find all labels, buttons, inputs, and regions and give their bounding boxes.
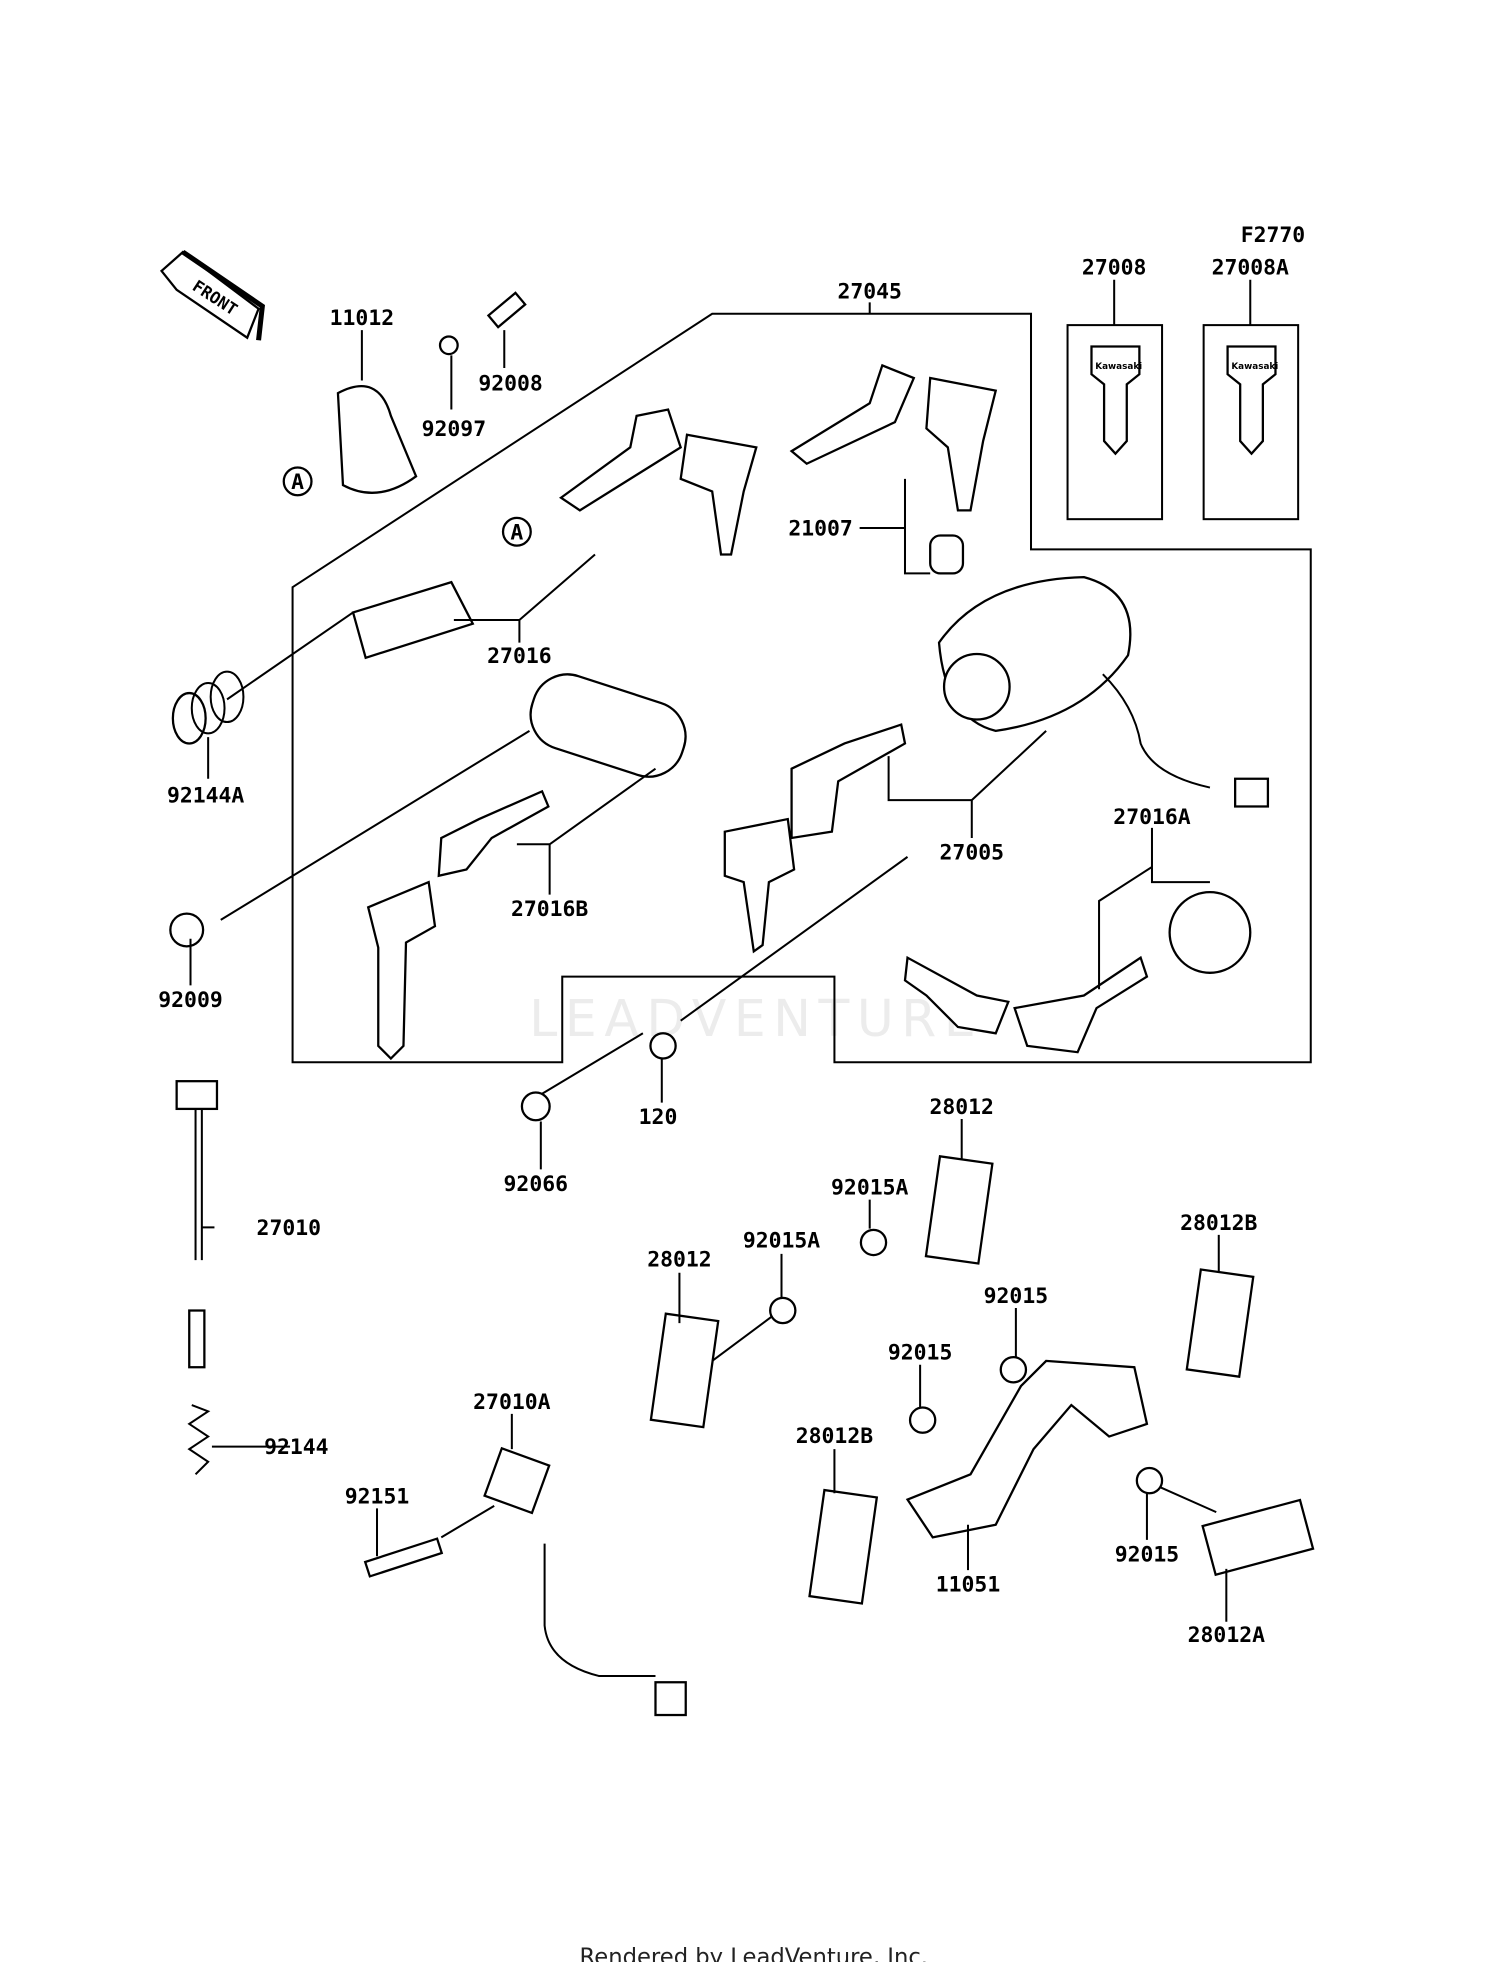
key-brand-27008A: Kawasaki	[1231, 362, 1278, 372]
diagram-code: F2770	[1241, 223, 1305, 248]
part-28012A-reflector	[1201, 1498, 1315, 1577]
label-11012: 11012	[330, 306, 394, 331]
part-27010A-connector	[654, 1681, 687, 1717]
part-27016B-lock	[529, 673, 687, 778]
label-92008: 92008	[478, 372, 542, 397]
label-27010A: 27010A	[473, 1390, 550, 1415]
part-92066-cap	[520, 1091, 551, 1122]
part-27016-cylinder	[351, 580, 475, 660]
part-28012-reflector-2	[649, 1312, 720, 1429]
part-11012-bracket	[336, 385, 418, 494]
watermark: LEADVENTURE	[529, 989, 983, 1048]
part-92009-screw	[169, 912, 205, 948]
part-92015A-nut	[859, 1228, 888, 1257]
group-frame-27045	[291, 312, 1312, 1064]
part-92015-nut-3	[1135, 1466, 1164, 1495]
part-27010-switch	[188, 1309, 206, 1369]
label-28012B: 28012B	[1180, 1211, 1257, 1236]
part-92015-nut	[999, 1356, 1028, 1384]
footer-credit: Rendered by LeadVenture, Inc.	[580, 1945, 928, 1962]
label-28012B-2: 28012B	[796, 1424, 873, 1449]
part-27010A-wire	[543, 1543, 656, 1677]
label-92144: 92144	[264, 1435, 328, 1460]
part-27010-connector	[175, 1080, 219, 1111]
part-27010-wire	[194, 1108, 203, 1261]
ref-marker-a-2: A	[501, 516, 532, 547]
part-27016A-lock	[1168, 891, 1252, 974]
part-11051-bracket	[905, 1359, 1149, 1539]
label-92015: 92015	[984, 1284, 1048, 1309]
part-28012B-reflector	[1185, 1268, 1255, 1378]
label-27005: 27005	[940, 840, 1004, 865]
label-92009: 92009	[158, 988, 222, 1013]
key-27008A-icon	[1226, 345, 1277, 456]
label-27016A: 27016A	[1113, 805, 1190, 830]
part-28012-reflector	[924, 1155, 994, 1265]
ignition-connector	[1234, 777, 1270, 808]
label-28012: 28012	[929, 1095, 993, 1120]
label-92066: 92066	[504, 1172, 568, 1197]
label-27045: 27045	[837, 280, 901, 305]
part-92008-bolt	[486, 291, 527, 329]
label-92144A: 92144A	[167, 784, 244, 809]
label-27016: 27016	[487, 644, 551, 669]
leader-lines	[189, 279, 1252, 1622]
label-27008: 27008	[1082, 256, 1146, 281]
key-27008-icon	[1090, 345, 1141, 456]
ref-marker-a-1: A	[282, 466, 313, 497]
label-92015A: 92015A	[831, 1176, 908, 1201]
part-92015A-nut-2	[769, 1296, 797, 1325]
label-28012A: 28012A	[1188, 1623, 1265, 1648]
label-28012-2: 28012	[647, 1247, 711, 1272]
part-92015-nut-2	[908, 1406, 937, 1434]
label-11051: 11051	[936, 1573, 1000, 1598]
part-21007-cap	[929, 534, 965, 575]
label-92015A-2: 92015A	[743, 1229, 820, 1254]
keys	[366, 363, 1149, 1061]
part-92144A-spring	[171, 670, 245, 745]
part-120-nut	[649, 1032, 677, 1060]
label-27010: 27010	[257, 1216, 321, 1241]
front-arrow-icon: FRONT	[159, 249, 266, 341]
svg-text:A: A	[291, 470, 304, 495]
part-28012B-reflector-2	[808, 1488, 879, 1605]
part-27010A-switch	[483, 1446, 551, 1515]
svg-text:A: A	[510, 520, 523, 545]
ignition-wire	[1102, 673, 1211, 789]
part-92151-bolt	[363, 1537, 444, 1578]
label-21007: 21007	[788, 517, 852, 542]
ignition-keyhole-icon	[942, 652, 1011, 721]
label-92151: 92151	[345, 1484, 409, 1509]
label-92097: 92097	[422, 417, 486, 442]
label-92015-3: 92015	[1115, 1542, 1179, 1567]
label-27008A: 27008A	[1212, 256, 1289, 281]
label-92015-2: 92015	[888, 1341, 952, 1366]
label-27016B: 27016B	[511, 897, 588, 922]
part-92097-washer	[438, 335, 459, 356]
key-brand-27008: Kawasaki	[1095, 362, 1142, 372]
part-92144-spring	[187, 1404, 211, 1476]
label-120: 120	[639, 1105, 678, 1130]
